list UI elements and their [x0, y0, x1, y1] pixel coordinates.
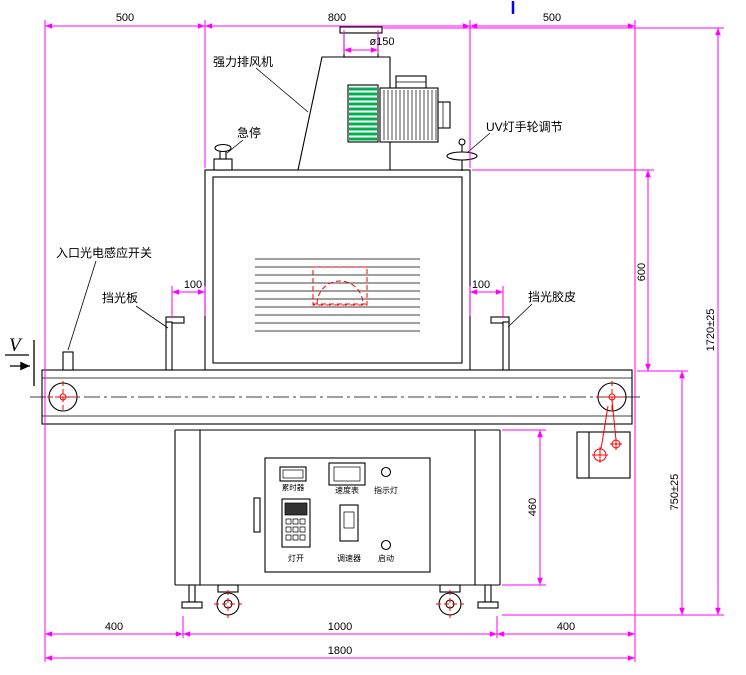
light-shield-left — [165, 316, 185, 371]
dim-shield-gap-right: 100 — [472, 279, 490, 291]
hour-timer-display — [279, 466, 307, 482]
uv-lamp-dashed-box — [312, 266, 368, 306]
controller-buttons[interactable] — [285, 518, 306, 541]
handwheel-leader-line — [467, 132, 491, 153]
dim-top-center: 800 — [328, 12, 346, 24]
motor-fins — [383, 90, 437, 140]
exhaust-fan-assembly — [297, 26, 451, 171]
cabinet-handle[interactable] — [253, 497, 261, 533]
caster-left — [214, 584, 242, 618]
light-shield-plate-label: 挡光板 — [102, 291, 138, 305]
leveling-foot-right — [484, 584, 492, 603]
leveling-foot-left — [188, 584, 196, 603]
handwheel-wheel — [446, 151, 478, 161]
speed-meter-label: 速度表 — [335, 485, 359, 495]
view-direction-marker: V — [5, 335, 35, 386]
feet-and-casters — [181, 584, 499, 618]
conveyor-belt — [30, 369, 644, 425]
handwheel-knob — [458, 138, 466, 146]
lamp-switch-label: 灯开 — [288, 553, 304, 563]
estop-stem — [219, 150, 227, 160]
uv-lamp-handwheel — [446, 138, 478, 171]
left-drum-center-mark — [47, 381, 79, 413]
duct-flange — [339, 26, 383, 34]
shield-plate-leader-line — [135, 305, 169, 329]
uv-lamp-arc — [316, 280, 364, 305]
start-button[interactable] — [380, 539, 392, 551]
dim-conveyor-height: 750±25 — [669, 474, 681, 511]
dimension-layer: 500 800 500 ø150 100 100 600 1720±25 750… — [44, 12, 724, 662]
uv-lamp-detail — [312, 266, 368, 306]
motor-end-cap — [437, 101, 451, 129]
dim-overall-height: 1720±25 — [705, 309, 717, 352]
control-panel: 累时器 速度表 指示灯 灯开 调速器 启动 — [253, 457, 431, 573]
light-shield-right — [490, 316, 510, 371]
speed-controller-knob[interactable] — [339, 504, 359, 542]
estop-leader-line — [226, 139, 244, 154]
uv-handwheel-label: UV灯手轮调节 — [486, 120, 563, 134]
estop-base — [213, 158, 233, 171]
view-letter: V — [9, 335, 23, 356]
indicator-label: 指示灯 — [374, 485, 398, 495]
timer-label: 累时器 — [282, 482, 305, 492]
entry-sensor-label: 入口光电感应开关 — [56, 245, 152, 260]
dim-top-left: 500 — [116, 12, 134, 24]
indicator-lamp — [380, 466, 392, 478]
annotation-labels: 强力排风机 急停 UV灯手轮调节 入口光电感应开关 挡光板 挡光胶皮 — [56, 55, 576, 351]
fan-impeller-stripes — [349, 87, 377, 141]
dim-bottom-right: 400 — [557, 621, 575, 633]
start-label: 启动 — [378, 553, 394, 563]
mounting-bracket-detail — [576, 399, 631, 479]
fan-leader-line — [255, 67, 309, 113]
fan-motor — [379, 87, 439, 143]
dim-body-height: 600 — [636, 263, 648, 281]
machine-body — [204, 169, 471, 371]
uv-chamber-outer — [204, 169, 471, 371]
dim-duct-diameter: ø150 — [369, 36, 394, 48]
caster-right — [436, 584, 464, 618]
emergency-stop-label: 急停 — [237, 125, 261, 140]
exhaust-fan-label: 强力排风机 — [213, 55, 273, 69]
dim-bottom-center: 1000 — [328, 621, 352, 633]
dim-overall-width: 1800 — [328, 645, 352, 657]
shield-rubber-leader-line — [507, 303, 533, 328]
photo-sensor — [62, 351, 74, 371]
dim-bottom-left: 400 — [105, 621, 123, 633]
speed-meter-display — [328, 462, 366, 486]
dim-shield-gap-left: 100 — [184, 279, 202, 291]
speed-controller-label: 调速器 — [337, 554, 361, 563]
dim-cabinet-height: 460 — [527, 498, 539, 516]
light-shield-rubber-label: 挡光胶皮 — [528, 289, 576, 304]
controller-screen — [284, 502, 308, 516]
estop-cap — [214, 143, 232, 153]
sensor-leader-line — [67, 260, 97, 351]
dim-top-right: 500 — [543, 12, 561, 24]
emergency-stop-button — [213, 143, 233, 171]
uv-chamber-inner — [212, 176, 463, 364]
